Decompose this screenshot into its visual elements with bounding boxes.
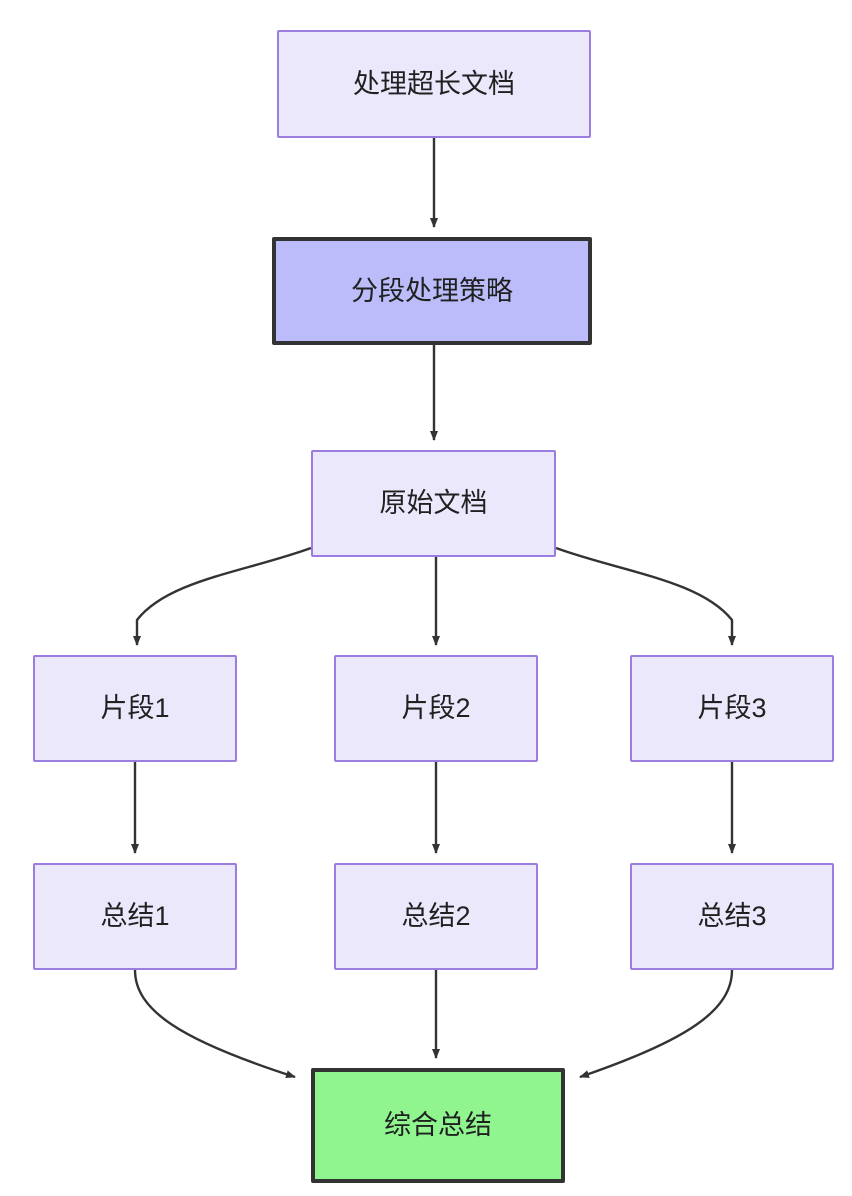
node-final-summary[interactable]: 综合总结	[311, 1068, 565, 1183]
edge-summary-1-to-final-summary	[133, 969, 296, 1079]
node-segment-3[interactable]: 片段3	[630, 655, 834, 762]
node-summary-1[interactable]: 总结1	[33, 863, 237, 970]
node-label: 综合总结	[384, 1110, 492, 1141]
node-label: 片段3	[697, 693, 767, 724]
node-label: 处理超长文档	[353, 68, 515, 99]
edge-source-doc-to-segment-3	[555, 546, 736, 646]
node-label: 总结3	[697, 901, 767, 932]
node-summary-2[interactable]: 总结2	[334, 863, 538, 970]
node-label: 分段处理策略	[351, 275, 513, 306]
node-summary-3[interactable]: 总结3	[630, 863, 834, 970]
node-label: 原始文档	[379, 488, 488, 519]
node-long-document[interactable]: 处理超长文档	[277, 30, 591, 138]
node-source-document[interactable]: 原始文档	[311, 450, 556, 557]
node-label: 片段1	[100, 693, 170, 724]
edge-summary-3-to-final-summary	[579, 969, 734, 1079]
node-segmentation-strategy[interactable]: 分段处理策略	[272, 237, 592, 345]
node-segment-2[interactable]: 片段2	[334, 655, 538, 762]
node-segment-1[interactable]: 片段1	[33, 655, 237, 762]
node-label: 片段2	[401, 693, 471, 724]
edge-source-doc-to-segment-1	[133, 546, 312, 646]
node-label: 总结1	[100, 901, 170, 932]
node-label: 总结2	[401, 901, 471, 932]
